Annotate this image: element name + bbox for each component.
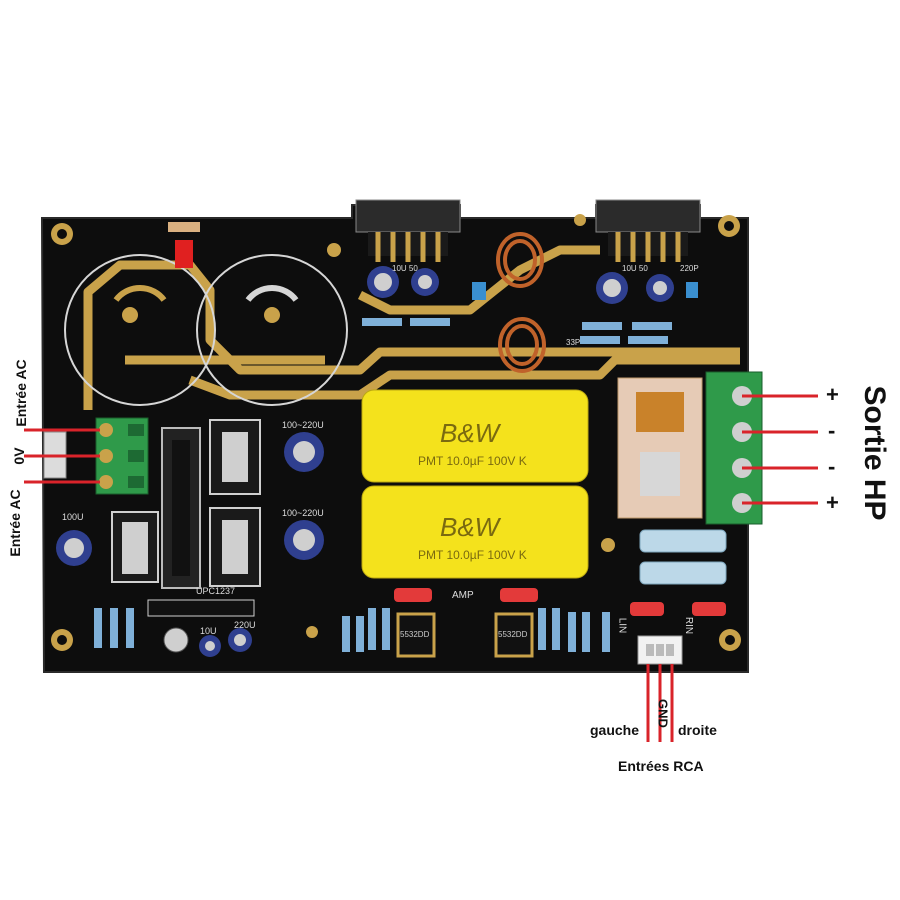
filter-capacitor-footprints <box>64 254 348 406</box>
resistor-rows <box>94 318 672 652</box>
film-capacitor-top <box>361 389 589 483</box>
silk-upc: UPC1237 <box>196 586 236 596</box>
label-0v: 0V <box>11 447 27 465</box>
label-entrees-rca: Entrées RCA <box>618 758 704 774</box>
power-resistors <box>639 529 727 585</box>
film-capacitor-bottom <box>361 485 589 579</box>
terminal-sign-2: - <box>828 418 836 443</box>
led <box>168 222 200 268</box>
copper-traces <box>83 245 740 410</box>
terminal-sign-1: + <box>826 382 839 407</box>
rca-wires <box>646 664 674 742</box>
silk-small-cap-left: 10U 50 <box>392 264 418 273</box>
cap-pads <box>122 307 280 323</box>
terminal-sign-3: - <box>828 454 836 479</box>
film-cap-top-spec: PMT 10.0µF 100V K <box>418 454 527 468</box>
protection-relay <box>617 377 703 519</box>
silk-220u: 220U <box>234 620 256 630</box>
small-caps-top <box>367 266 698 304</box>
terminal-sign-4: + <box>826 490 839 515</box>
rectifier-heatsink <box>161 427 201 589</box>
label-sortie-hp: Sortie HP <box>858 385 891 521</box>
silk-chip-right: 5532DD <box>498 630 528 639</box>
label-entree-ac-top: Entrée AC <box>13 359 29 427</box>
upc-chip <box>147 599 255 617</box>
silk-100-220u-top: 100~220U <box>282 420 324 430</box>
speaker-output-wires <box>742 394 818 505</box>
label-gnd: GND <box>655 699 671 728</box>
label-gauche: gauche <box>590 722 640 738</box>
film-cap-bottom-brand: B&W <box>440 512 500 542</box>
silk-rin: RIN <box>683 616 695 635</box>
film-cap-top-brand: B&W <box>440 418 500 448</box>
rca-input-connector <box>637 635 683 665</box>
output-inductors <box>496 232 546 373</box>
mounting-holes <box>51 214 741 651</box>
smd-resistors <box>394 588 726 616</box>
silk-10u: 10U <box>200 626 217 636</box>
silk-amp: AMP <box>452 590 474 601</box>
silk-220p: 220P <box>680 264 699 273</box>
silk-100u: 100U <box>62 512 84 522</box>
regulator-tabs <box>122 432 248 574</box>
silk-100-220u-bottom: 100~220U <box>282 508 324 518</box>
silk-chip-left: 5532DD <box>400 630 430 639</box>
film-cap-bottom-spec: PMT 10.0µF 100V K <box>418 548 527 562</box>
ac-input-terminal-block <box>95 417 149 495</box>
silk-33p: 33P <box>566 338 581 347</box>
label-droite: droite <box>678 722 717 738</box>
electrolytic-caps-middle <box>56 432 324 657</box>
opamp-chips <box>396 612 534 658</box>
speaker-output-terminal-block <box>705 371 763 525</box>
power-transistor-right <box>595 199 701 262</box>
ac-input-wires <box>24 428 100 484</box>
silk-lin: LIN <box>616 617 628 634</box>
silk-small-cap-right: 10U 50 <box>622 264 648 273</box>
power-transistor-left <box>355 199 461 262</box>
label-entree-ac-bottom: Entrée AC <box>7 489 23 557</box>
